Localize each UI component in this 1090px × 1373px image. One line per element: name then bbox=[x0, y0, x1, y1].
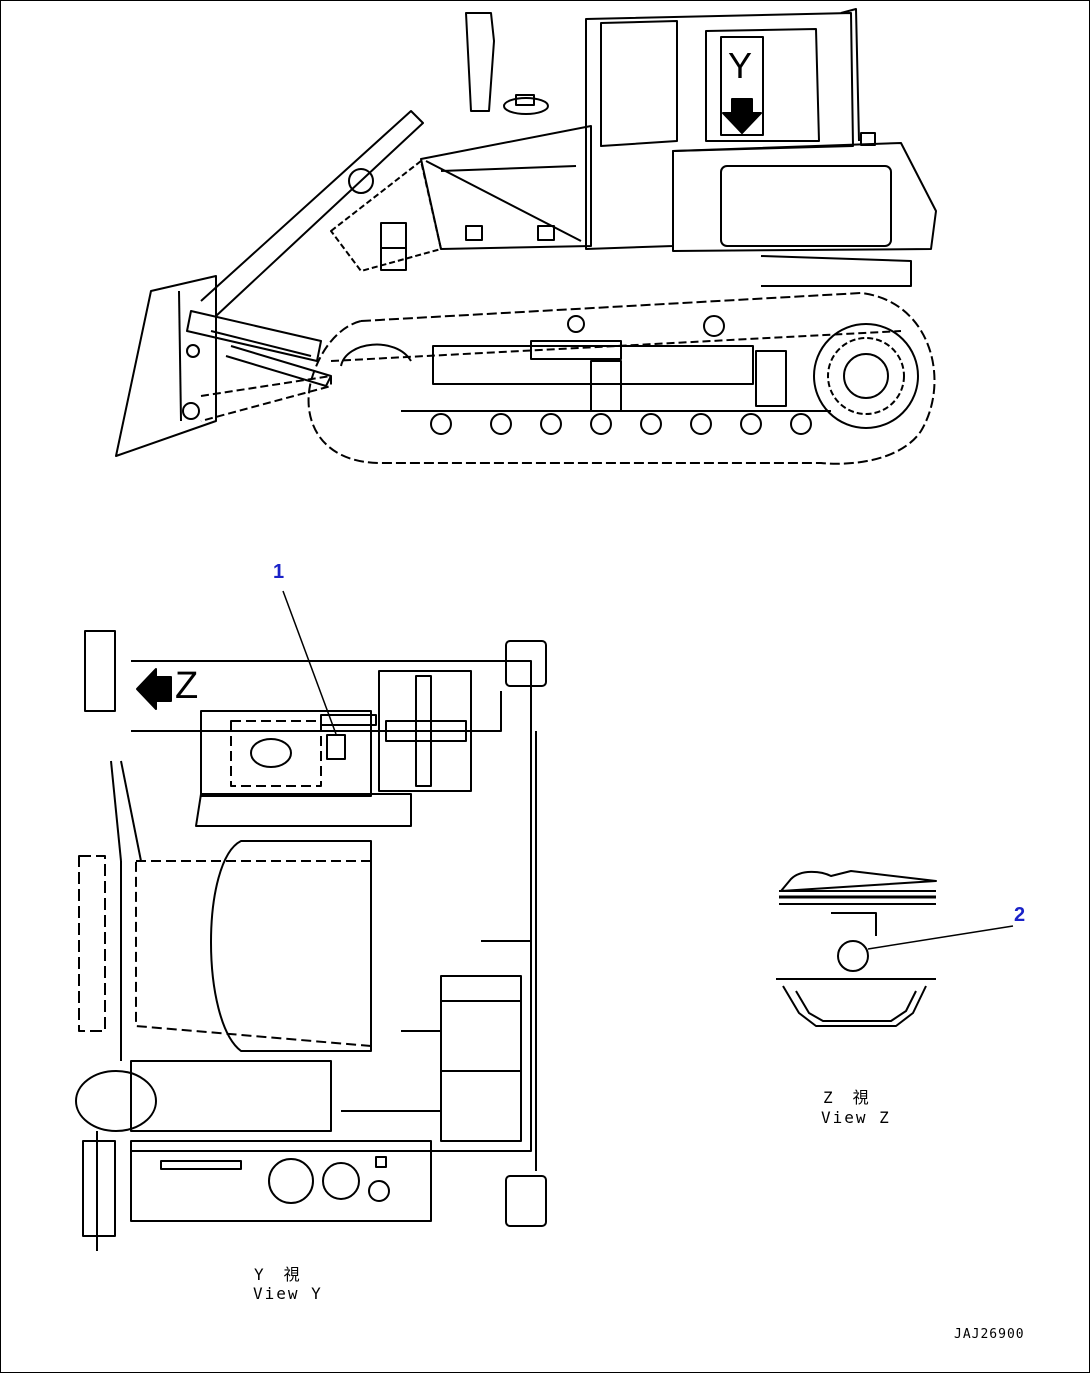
rear-fender bbox=[672, 142, 937, 252]
left-arrow-icon bbox=[136, 668, 172, 710]
track-outline bbox=[307, 292, 936, 465]
view-y-plan bbox=[75, 630, 547, 1251]
callout-2[interactable]: 2 bbox=[1014, 904, 1026, 926]
arrow-letter-z: Z bbox=[175, 665, 199, 707]
callout-1[interactable]: 1 bbox=[273, 561, 285, 583]
leader-line-1 bbox=[282, 590, 337, 735]
exhaust-stack bbox=[465, 12, 495, 112]
rear-window bbox=[705, 28, 820, 142]
sprocket bbox=[813, 323, 919, 429]
drawing-id: JAJ26900 bbox=[954, 1327, 1025, 1342]
lift-cylinder bbox=[186, 310, 322, 362]
engine-hood bbox=[420, 125, 592, 250]
track-rollers bbox=[401, 410, 831, 435]
lift-frame bbox=[200, 110, 424, 317]
view-z-caption-jp: Z 視 bbox=[823, 1088, 871, 1107]
view-y-caption-jp: Y 視 bbox=[254, 1265, 302, 1284]
label-2-location bbox=[837, 940, 869, 972]
bulldozer-side-view bbox=[115, 8, 937, 465]
arrow-letter-y: Y bbox=[728, 45, 753, 86]
plan-frame bbox=[131, 660, 532, 1152]
cab bbox=[585, 12, 854, 250]
blade bbox=[115, 275, 217, 457]
down-arrow-icon bbox=[722, 98, 762, 134]
label-1-location bbox=[326, 734, 346, 760]
view-y-caption-en: View Y bbox=[253, 1284, 323, 1303]
bowl bbox=[782, 985, 927, 1027]
idler bbox=[340, 343, 412, 367]
view-z-caption-en: View Z bbox=[821, 1108, 891, 1127]
view-z-detail bbox=[776, 870, 937, 1027]
leader-line-2 bbox=[867, 925, 1014, 950]
seat bbox=[210, 840, 372, 1052]
